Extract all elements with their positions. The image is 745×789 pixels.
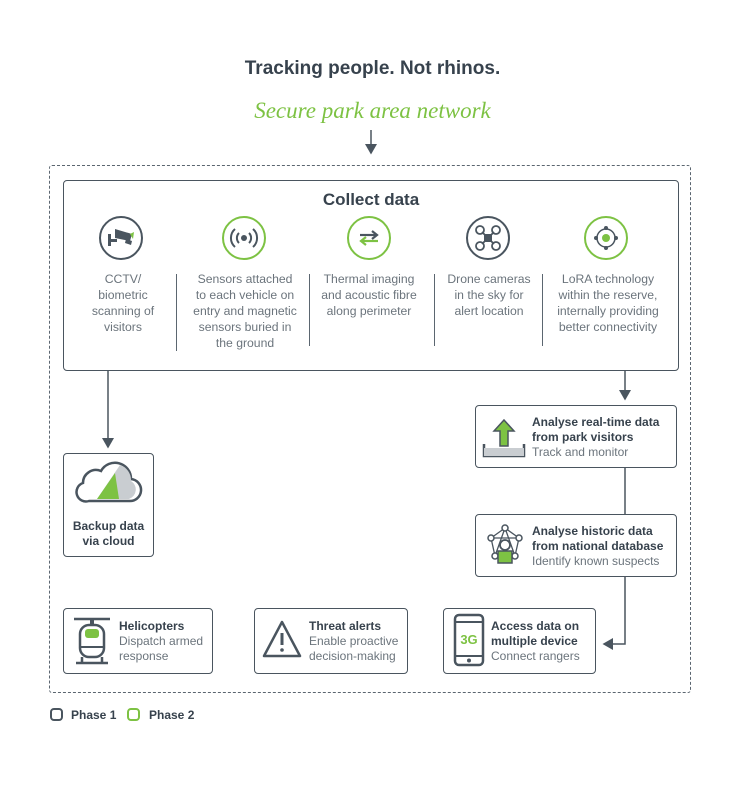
collect-data-title: Collect data xyxy=(322,190,420,209)
radio-signal-icon xyxy=(222,216,266,260)
mobile-phone-icon: 3G xyxy=(453,613,485,667)
historic-text: Analyse historic data from national data… xyxy=(532,524,664,568)
collect-data-panel xyxy=(63,180,679,371)
helicopter-icon xyxy=(74,617,110,665)
separator xyxy=(176,274,177,351)
arrow-to-access xyxy=(602,577,626,650)
legend-phase1-label: Phase 1 xyxy=(71,708,117,722)
cloud-icon xyxy=(75,461,143,503)
exchange-arrows-icon xyxy=(347,216,391,260)
network-subtitle: Secure park area network xyxy=(254,98,491,123)
access-text: Access data on multiple device Connect r… xyxy=(491,619,580,663)
page-title: Tracking people. Not rhinos. xyxy=(244,58,501,79)
network-person-icon xyxy=(487,524,523,564)
separator xyxy=(542,274,543,346)
legend-phase2-label: Phase 2 xyxy=(149,708,195,722)
separator xyxy=(309,274,310,346)
realtime-text: Analyse real-time data from park visitor… xyxy=(532,415,660,459)
separator xyxy=(434,274,435,346)
backup-label: Backup data via cloud xyxy=(72,519,145,548)
legend-phase2-swatch xyxy=(127,708,140,721)
legend-phase1-swatch xyxy=(50,708,63,721)
secure-network-boundary xyxy=(49,165,691,693)
drone-icon xyxy=(466,216,510,260)
threat-text: Threat alerts Enable proactive decision-… xyxy=(309,619,399,663)
lora-network-icon xyxy=(584,216,628,260)
cctv-camera-icon xyxy=(99,216,143,260)
3g-badge: 3G xyxy=(460,632,477,647)
helicopters-text: Helicopters Dispatch armed response xyxy=(119,619,204,663)
warning-triangle-icon xyxy=(262,620,302,658)
upload-icon xyxy=(482,418,526,458)
